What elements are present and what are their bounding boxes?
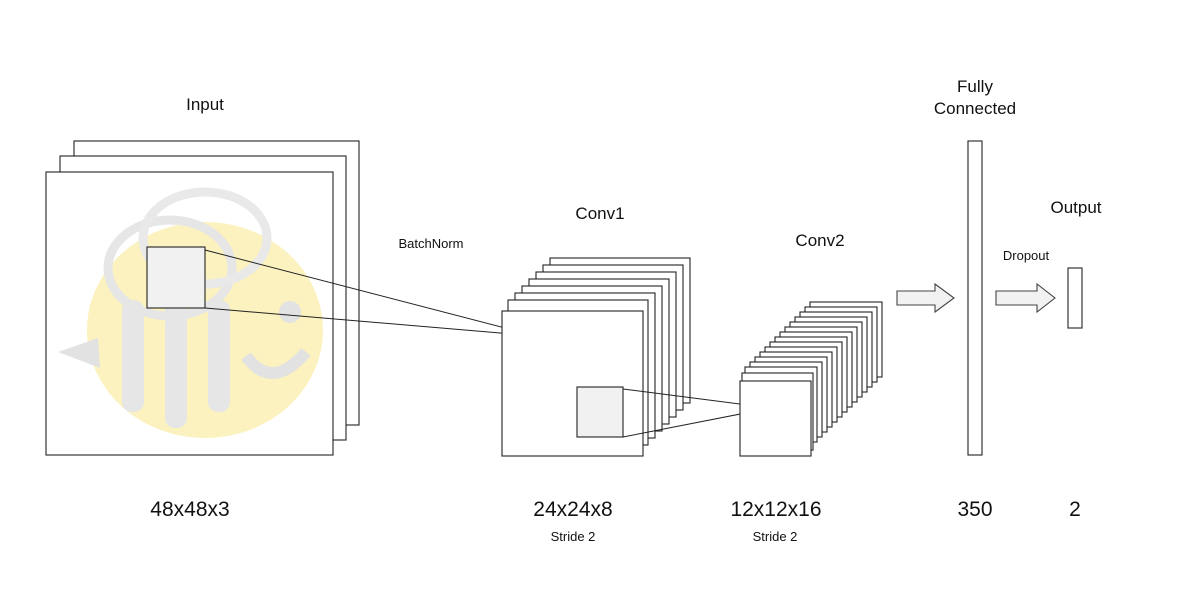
- fc-label-line1: Fully: [957, 77, 993, 96]
- input-projection-line-top: [204, 249, 537, 337]
- conv2-label: Conv2: [795, 231, 844, 250]
- input-block: [45, 140, 537, 456]
- input-projection-line-bottom: [204, 307, 537, 337]
- conv1-label: Conv1: [575, 204, 624, 223]
- conv1-dim: 24x24x8: [533, 498, 612, 521]
- output-dim: 2: [1069, 498, 1081, 521]
- input-receptive-patch: [146, 246, 206, 309]
- conv1-stride: Stride 2: [551, 529, 596, 544]
- conv1-block: [501, 257, 772, 457]
- fc-dim: 350: [957, 498, 992, 521]
- dropout-arrow-icon: [995, 282, 1056, 314]
- conv2-block: [739, 301, 883, 457]
- conv2-to-fc-arrow-icon: [896, 282, 955, 314]
- fc-label-line2: Connected: [934, 99, 1016, 118]
- bee-logo-icon: [58, 187, 323, 438]
- batchnorm-label: BatchNorm: [398, 236, 463, 251]
- input-label: Input: [186, 95, 224, 114]
- output-label: Output: [1050, 198, 1101, 217]
- conv2-dim: 12x12x16: [730, 498, 821, 521]
- conv2-stride: Stride 2: [753, 529, 798, 544]
- fully-connected-layer: [967, 140, 983, 456]
- dropout-label: Dropout: [1003, 248, 1050, 263]
- conv1-receptive-patch: [576, 386, 624, 438]
- output-layer: [1067, 267, 1083, 329]
- conv2-map-1: [739, 380, 812, 457]
- input-dim: 48x48x3: [150, 498, 229, 521]
